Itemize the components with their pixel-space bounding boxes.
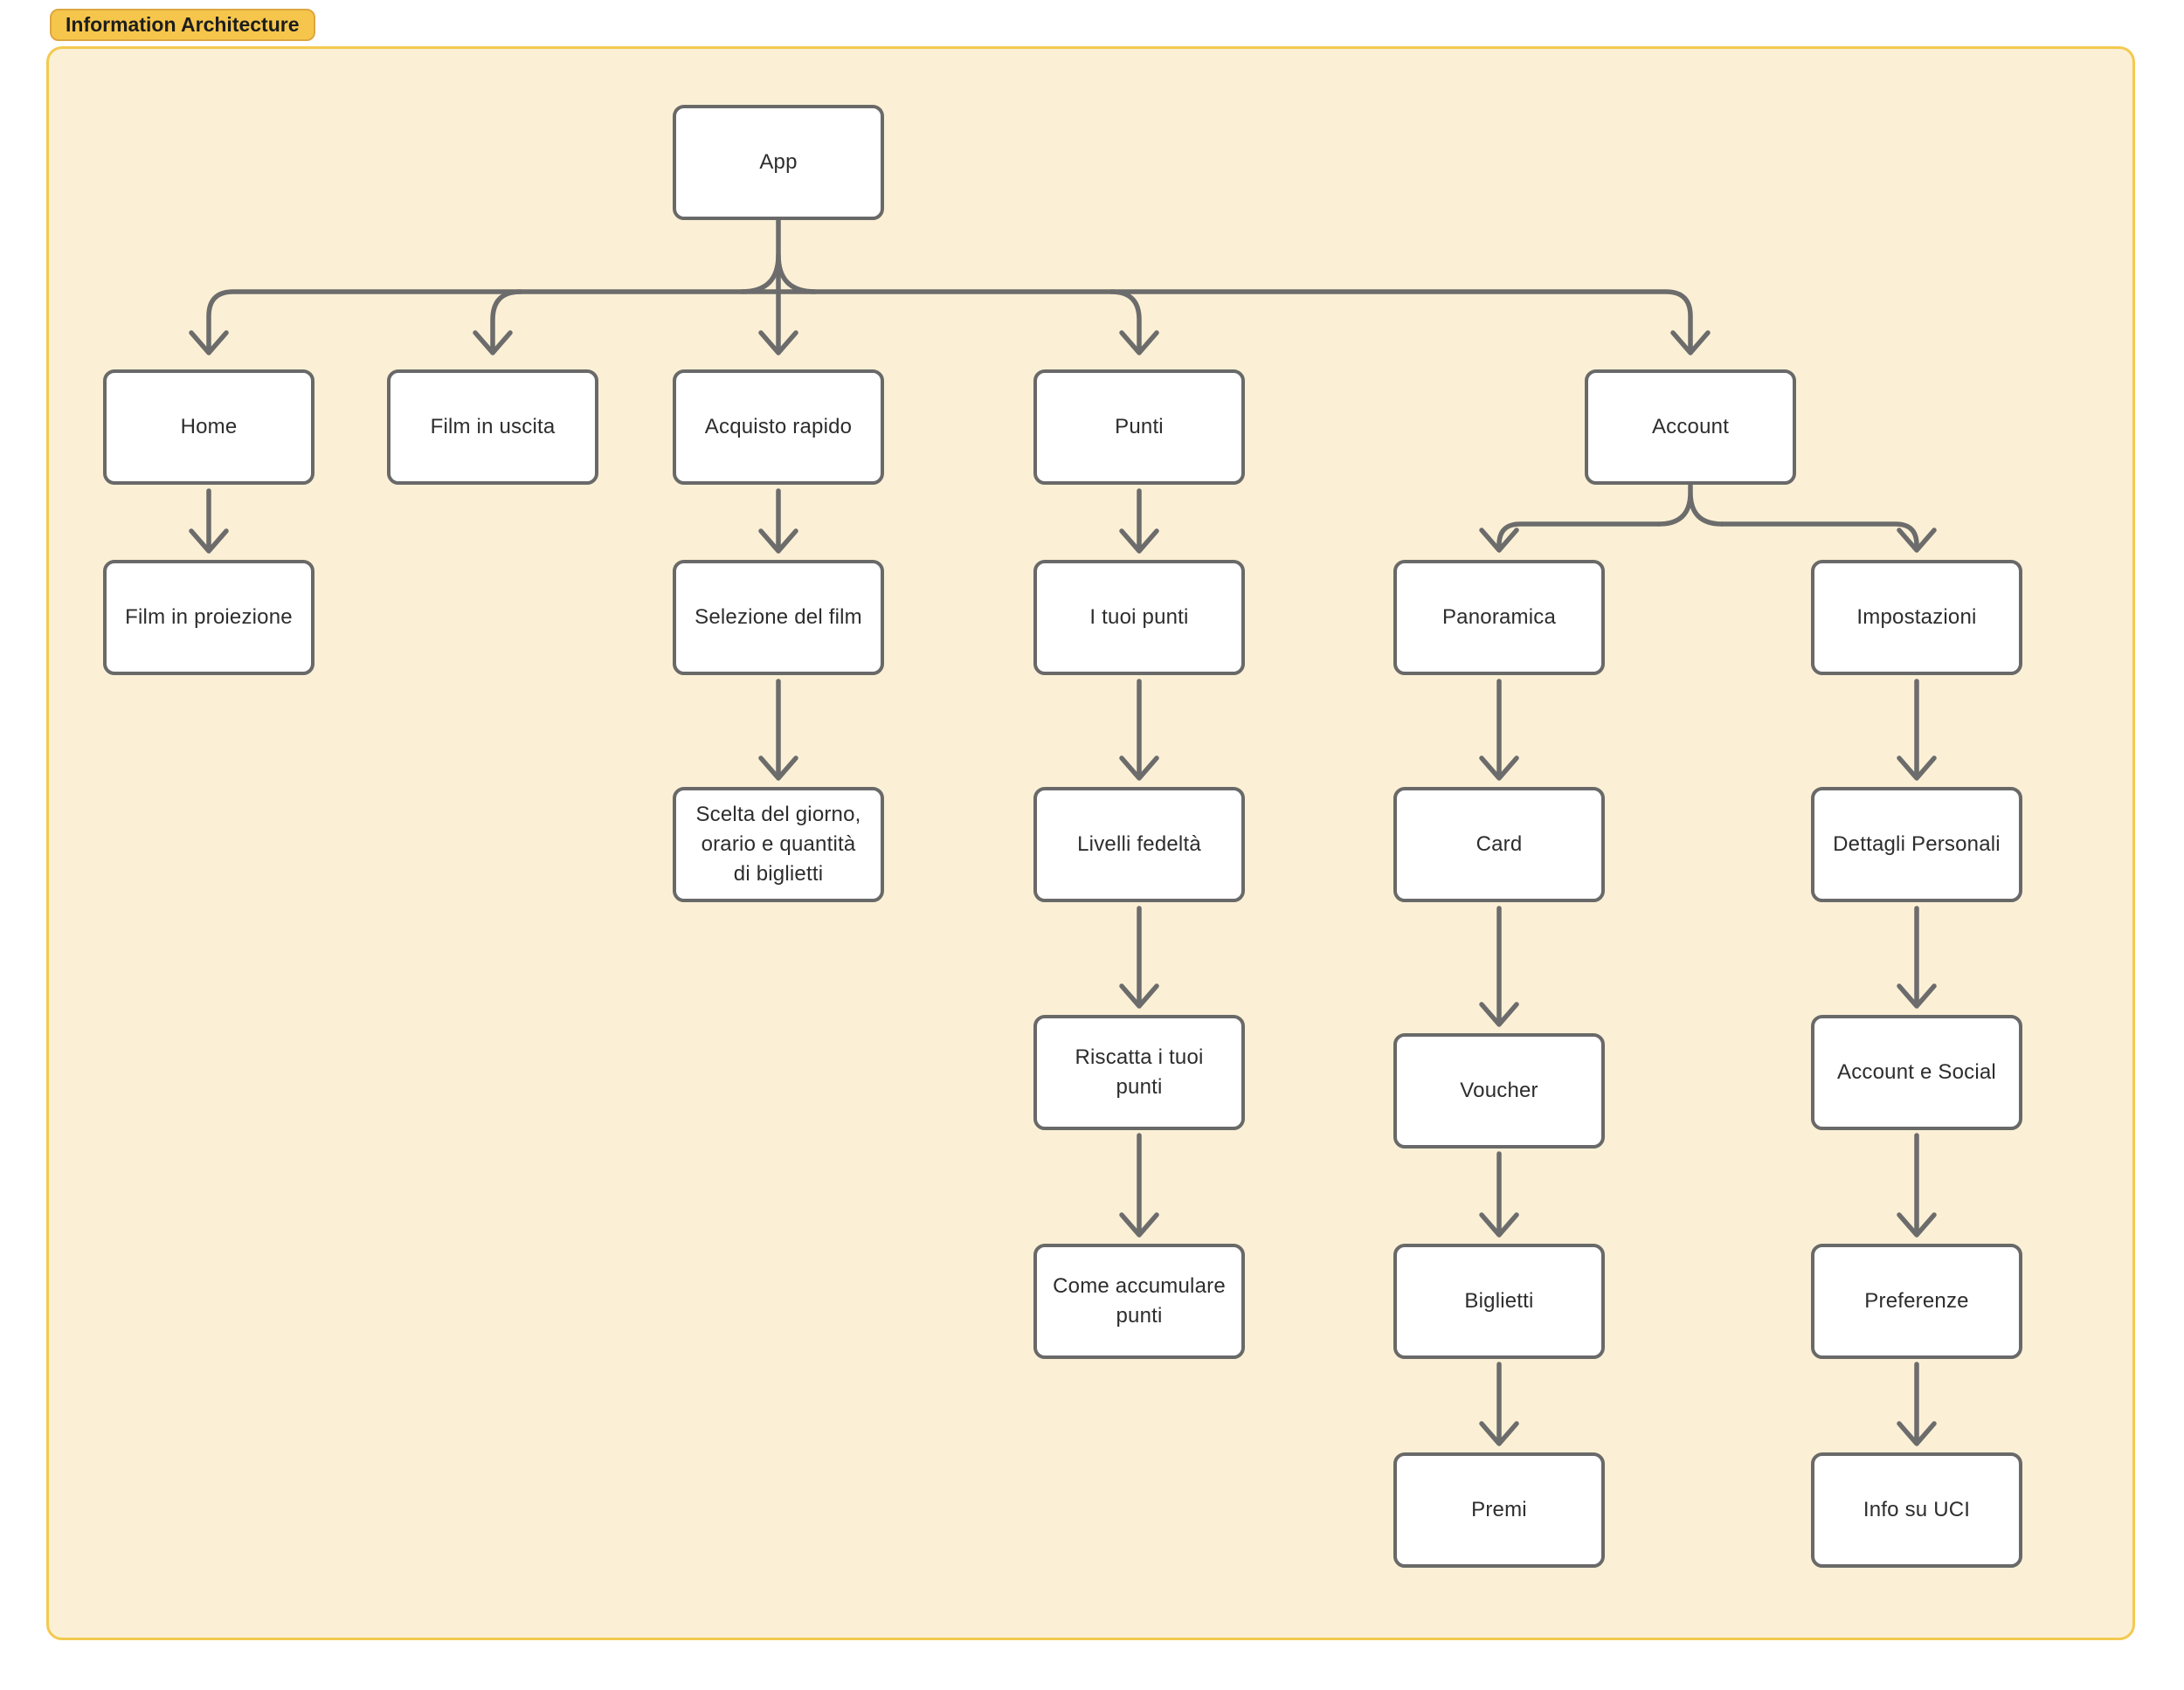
node-acquisto-rapido[interactable]: Acquisto rapido: [673, 369, 884, 485]
node-home-label: Home: [180, 415, 238, 438]
node-come-accumulare-label: Come accumulare punti: [1053, 1274, 1226, 1328]
node-account-label: Account: [1651, 415, 1730, 438]
node-preferenze-label: Preferenze: [1864, 1289, 1969, 1313]
node-voucher[interactable]: Voucher: [1393, 1033, 1605, 1149]
node-premi-label: Premi: [1471, 1498, 1527, 1521]
node-card[interactable]: Card: [1393, 787, 1605, 902]
node-scelta-giorno[interactable]: Scelta del giorno, orario e quantità di …: [673, 787, 884, 902]
node-account-e-social[interactable]: Account e Social: [1811, 1015, 2022, 1130]
node-film-in-proiezione-label: Film in proiezione: [125, 605, 293, 629]
node-scelta-giorno-label: Scelta del giorno, orario e quantità di …: [695, 803, 861, 886]
node-acquisto-rapido-label: Acquisto rapido: [704, 415, 853, 438]
node-livelli-fedelta-label: Livelli fedeltà: [1077, 832, 1201, 856]
node-film-in-uscita-label: Film in uscita: [430, 415, 556, 438]
diagram-title-label: Information Architecture: [66, 13, 300, 36]
node-app[interactable]: App: [673, 105, 884, 220]
diagram-title-badge[interactable]: Information Architecture: [50, 9, 315, 41]
node-info-su-uci[interactable]: Info su UCI: [1811, 1452, 2022, 1568]
node-i-tuoi-punti-label: I tuoi punti: [1089, 605, 1189, 629]
node-voucher-label: Voucher: [1460, 1079, 1538, 1102]
node-selezione-del-film-label: Selezione del film: [695, 605, 862, 629]
node-punti-label: Punti: [1115, 415, 1164, 438]
node-account-e-social-label: Account e Social: [1837, 1060, 1996, 1084]
node-dettagli-personali[interactable]: Dettagli Personali: [1811, 787, 2022, 902]
node-film-in-uscita[interactable]: Film in uscita: [387, 369, 598, 485]
node-film-in-proiezione[interactable]: Film in proiezione: [103, 560, 314, 675]
node-card-label: Card: [1476, 832, 1523, 856]
node-account[interactable]: Account: [1585, 369, 1796, 485]
node-biglietti[interactable]: Biglietti: [1393, 1244, 1605, 1359]
node-punti[interactable]: Punti: [1033, 369, 1245, 485]
node-riscatta-punti[interactable]: Riscatta i tuoi punti: [1033, 1015, 1245, 1130]
node-livelli-fedelta[interactable]: Livelli fedeltà: [1033, 787, 1245, 902]
node-selezione-del-film[interactable]: Selezione del film: [673, 560, 884, 675]
node-riscatta-punti-label: Riscatta i tuoi punti: [1075, 1045, 1204, 1099]
node-info-su-uci-label: Info su UCI: [1863, 1498, 1971, 1521]
node-i-tuoi-punti[interactable]: I tuoi punti: [1033, 560, 1245, 675]
node-premi[interactable]: Premi: [1393, 1452, 1605, 1568]
node-preferenze[interactable]: Preferenze: [1811, 1244, 2022, 1359]
node-dettagli-personali-label: Dettagli Personali: [1833, 832, 2001, 856]
node-home[interactable]: Home: [103, 369, 314, 485]
node-app-label: App: [759, 150, 798, 174]
node-come-accumulare[interactable]: Come accumulare punti: [1033, 1244, 1245, 1359]
node-biglietti-label: Biglietti: [1464, 1289, 1534, 1313]
node-panoramica[interactable]: Panoramica: [1393, 560, 1605, 675]
node-panoramica-label: Panoramica: [1441, 605, 1557, 629]
node-impostazioni[interactable]: Impostazioni: [1811, 560, 2022, 675]
node-impostazioni-label: Impostazioni: [1856, 605, 1977, 629]
